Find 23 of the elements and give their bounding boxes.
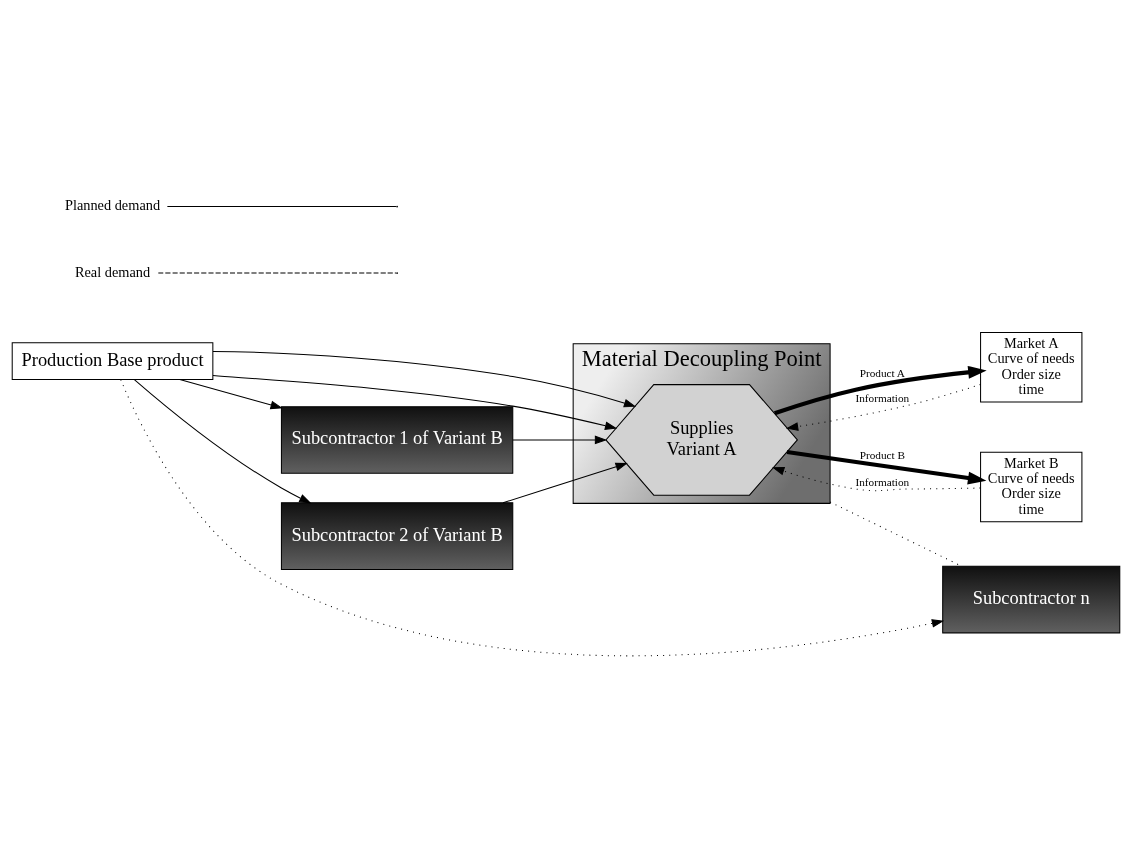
- arrow: [772, 466, 981, 491]
- arrow: [512, 435, 608, 444]
- edge-label: Information: [855, 391, 910, 404]
- node-box: Subcontractor 1 of Variant B: [280, 405, 514, 474]
- edge-label: Information: [855, 475, 910, 488]
- legend-label: Planned demand: [64, 196, 161, 213]
- arrow: [133, 378, 312, 503]
- arrow: [212, 374, 618, 430]
- node-box: Production Base product: [11, 341, 214, 380]
- arrow: [774, 365, 987, 415]
- edge-label: Product A: [859, 366, 905, 379]
- legend-label: Real demand: [74, 263, 151, 280]
- arrow: [786, 449, 987, 484]
- arrow: [212, 350, 637, 407]
- arrow: [120, 378, 945, 656]
- arrow: [785, 383, 981, 431]
- arrow: [179, 378, 283, 409]
- node-box: Market B Curve of needs Order size time: [980, 451, 1083, 522]
- edge-label: Product B: [859, 448, 905, 461]
- node-box: Subcontractor 2 of Variant B: [280, 501, 514, 570]
- node-box: Market A Curve of needs Order size time: [980, 331, 1083, 403]
- arrow: [502, 462, 628, 503]
- node-box: Subcontractor n: [942, 565, 1121, 633]
